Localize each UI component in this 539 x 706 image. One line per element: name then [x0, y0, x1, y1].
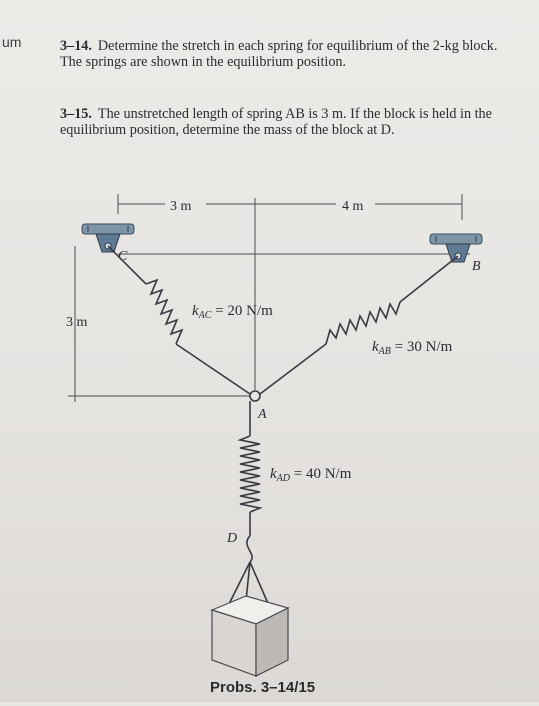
problem-text: The unstretched length of spring AB is 3…	[60, 106, 492, 138]
spring-diagram: 3 m 4 m 3 m C B	[66, 194, 483, 677]
ring-a	[249, 390, 261, 402]
spring-ac-label: kAC = 20 N/m	[192, 303, 273, 321]
spring-ab	[259, 255, 459, 395]
problem-number: 3–15.	[60, 106, 92, 122]
problem-text: Determine the stretch in each spring for…	[60, 38, 498, 70]
label-c: C	[118, 249, 128, 264]
label-a: A	[257, 407, 267, 422]
spring-ac	[107, 245, 251, 395]
support-c	[81, 223, 135, 253]
label-d: D	[226, 531, 237, 546]
dim-right-label: 4 m	[342, 199, 364, 214]
spring-ad	[237, 401, 263, 536]
spring-figure: 3 m 4 m 3 m C B	[0, 180, 539, 702]
figure-caption: Probs. 3–14/15	[210, 679, 316, 696]
support-b	[429, 233, 483, 263]
dim-left-label: 3 m	[170, 199, 192, 214]
spring-ad-label: kAD = 40 N/m	[270, 466, 352, 484]
block	[210, 595, 290, 677]
dimension-lines	[68, 194, 470, 402]
margin-text: um	[2, 34, 22, 50]
problem-3-14: 3–14.Determine the stretch in each sprin…	[60, 38, 522, 70]
label-b: B	[472, 259, 481, 274]
dim-vertical-label: 3 m	[66, 315, 88, 330]
spring-ab-label: kAB = 30 N/m	[372, 339, 453, 357]
problem-3-15: 3–15.The unstretched length of spring AB…	[60, 106, 522, 138]
problem-number: 3–14.	[60, 38, 92, 54]
